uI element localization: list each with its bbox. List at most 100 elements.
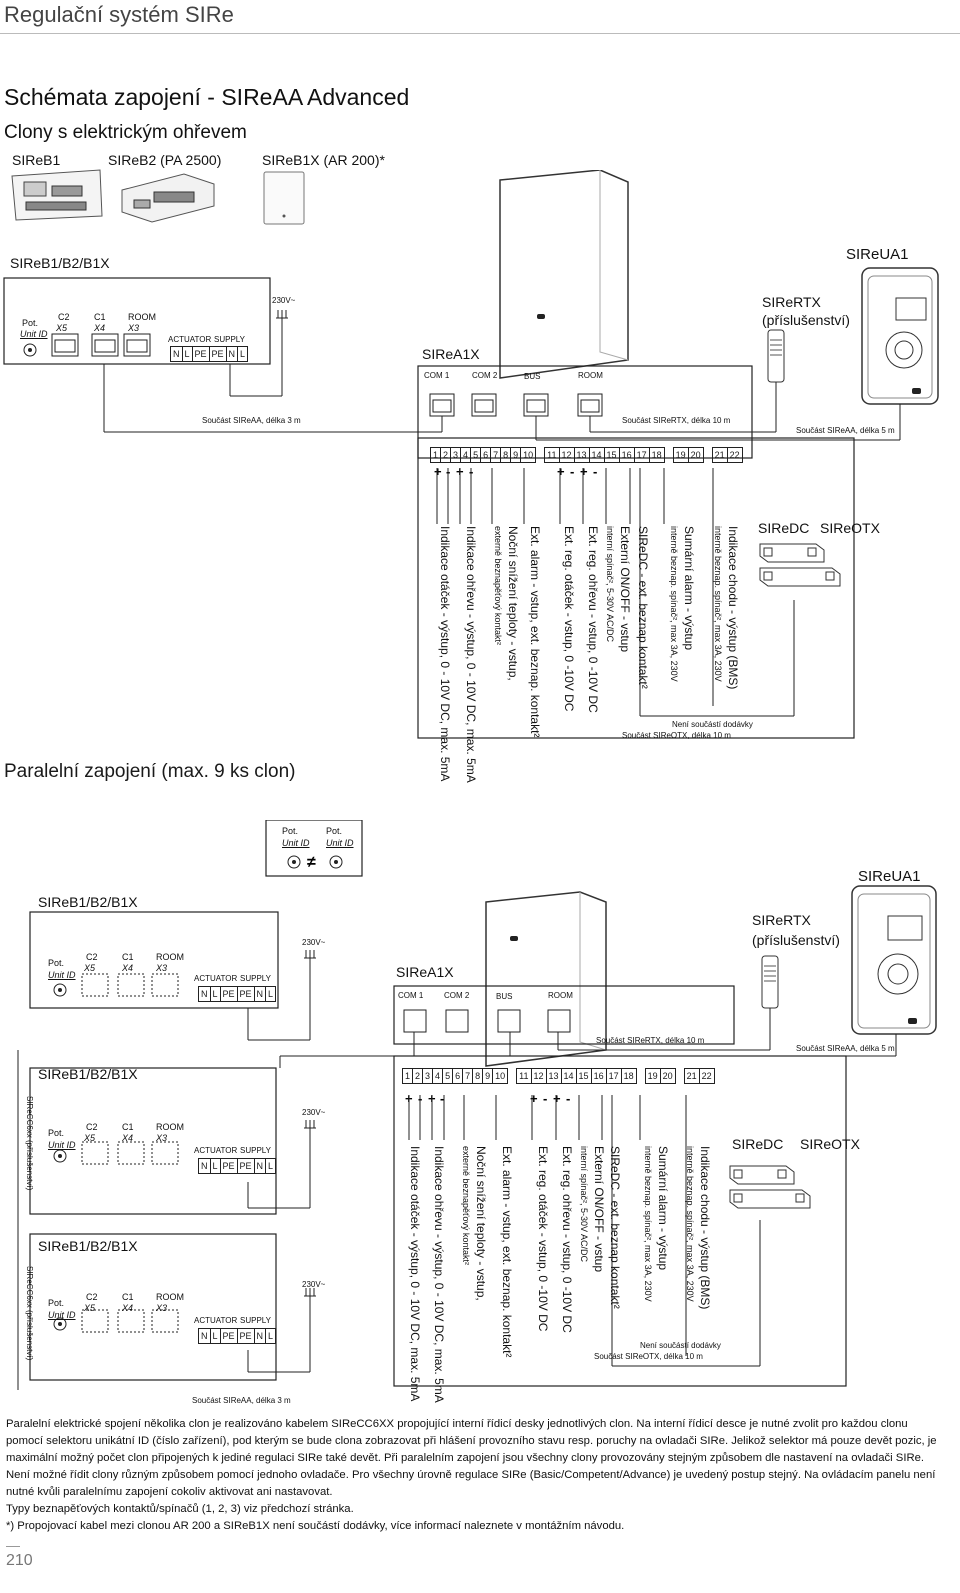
terminal-number: 4 bbox=[433, 1069, 444, 1083]
com2-label-1: COM 2 bbox=[472, 371, 498, 380]
pot-label-top-2: Pot. bbox=[326, 826, 343, 836]
rtx-device bbox=[767, 329, 785, 383]
function-label: Indikace ohřevu - výstup, 0 - 10V DC, ma… bbox=[464, 526, 478, 783]
x5-label-4: X5 bbox=[84, 1303, 96, 1313]
dc-contact-illustration-2 bbox=[729, 1165, 811, 1209]
terminal-number: 3 bbox=[423, 1069, 434, 1083]
unit-id-label-top-2: Unit ID bbox=[326, 838, 354, 848]
terminal-number: 19 bbox=[674, 448, 689, 462]
x5-label-2: X5 bbox=[84, 963, 96, 973]
bus-label-2: BUS bbox=[496, 992, 513, 1001]
pot-label-2: Pot. bbox=[48, 958, 65, 968]
footer-text: Paralelní elektrické spojení několika cl… bbox=[6, 1416, 946, 1535]
board-b1-illustration bbox=[11, 169, 103, 221]
function-label: Indikace chodu - výstup (BMS)interně bez… bbox=[684, 1146, 712, 1309]
function-main-text: Indikace ohřevu - výstup, 0 - 10V DC, ma… bbox=[464, 526, 478, 783]
terminal-frame bbox=[417, 437, 855, 739]
function-main-text: SIReDC - ext. beznap kontakt² bbox=[608, 1146, 622, 1309]
terminal-number: 3 bbox=[451, 448, 462, 462]
cable-aa3-label-1: Součást SIReAA, délka 3 m bbox=[202, 416, 301, 425]
ua1-label-2: SIReUA1 bbox=[858, 868, 921, 885]
cc6-label-1: SIReCC6xx (příslušenství) bbox=[25, 1096, 34, 1191]
dc-contact-illustration bbox=[759, 543, 841, 587]
actuator-label-3: ACTUATOR bbox=[194, 1146, 238, 1155]
x4-label-1: X4 bbox=[94, 323, 106, 333]
a1x-frame bbox=[417, 365, 753, 459]
terminal-number: 1 bbox=[403, 1069, 414, 1083]
a1x-device bbox=[499, 170, 629, 379]
footer-paragraph-3: *) Propojovací kabel mezi clonou AR 200 … bbox=[6, 1520, 625, 1532]
dc-label-2: SIReDC bbox=[732, 1136, 784, 1152]
function-main-text: Ext. alarm - vstup, ext. beznap. kontakt… bbox=[500, 1146, 514, 1358]
terminal-number: 20 bbox=[690, 450, 701, 460]
dc-label-1: SIReDC bbox=[758, 520, 810, 536]
terminal-number: 22 bbox=[701, 1071, 712, 1081]
rtx-note-1: (příslušenství) bbox=[762, 312, 850, 328]
terminal-number: 8 bbox=[473, 1069, 484, 1083]
terminal-number: 14 bbox=[562, 1069, 577, 1083]
function-label: Indikace otáček - výstup, 0 - 10V DC, ma… bbox=[438, 526, 452, 781]
terminal-number: 21 bbox=[713, 448, 728, 462]
header-rule bbox=[0, 33, 960, 34]
terminal-number: 14 bbox=[590, 448, 605, 462]
terminal-number: 16 bbox=[620, 448, 635, 462]
bus-label-1: BUS bbox=[524, 372, 541, 381]
room-port-label-1: ROOM bbox=[578, 371, 603, 380]
unit-id-label-2: Unit ID bbox=[48, 970, 76, 980]
function-main-text: Ext. reg. otáček - vstup, 0 -10V DC bbox=[562, 526, 576, 712]
c2-label-2: C2 bbox=[86, 952, 98, 962]
c2-label-4: C2 bbox=[86, 1292, 98, 1302]
cable-otx-label-2: Součást SIReOTX, délka 10 m bbox=[594, 1352, 703, 1361]
terminal-number: 15 bbox=[605, 448, 620, 462]
terminal-number: 22 bbox=[729, 450, 740, 460]
pot-label-1: Pot. bbox=[22, 318, 39, 328]
function-main-text: Indikace chodu - výstup (BMS) bbox=[726, 526, 740, 690]
v230-label-1: 230V~ bbox=[272, 296, 296, 305]
terminal-number: 19 bbox=[646, 1069, 661, 1083]
terminal-number: 12 bbox=[532, 1069, 547, 1083]
footer-paragraph-1: Paralelní elektrické spojení několika cl… bbox=[6, 1418, 937, 1498]
wiring-diagram-2: ≠ bbox=[17, 820, 937, 1390]
supply-label-2: SUPPLY bbox=[240, 974, 271, 983]
room-label-3: ROOM bbox=[156, 1122, 184, 1132]
product-label-b2: SIReB2 (PA 2500) bbox=[108, 152, 222, 168]
terminal-number: 5 bbox=[443, 1069, 454, 1083]
function-label: Indikace chodu - výstup (BMS)interně bez… bbox=[712, 526, 740, 689]
terminal-number: 20 bbox=[662, 1071, 673, 1081]
x3-label-2: X3 bbox=[156, 963, 168, 973]
svg-text:+: + bbox=[580, 464, 588, 479]
unit-id-label-top: Unit ID bbox=[282, 838, 310, 848]
pot-label-top: Pot. bbox=[282, 826, 299, 836]
function-main-text: SIReDC - ext. beznap kontakt² bbox=[636, 526, 650, 689]
terminal-number: 2 bbox=[441, 448, 452, 462]
function-label: Ext. reg. ohřevu - vstup, 0 -10V DC bbox=[586, 526, 600, 713]
terminal-number: 16 bbox=[592, 1069, 607, 1083]
c2-label-3: C2 bbox=[86, 1122, 98, 1132]
room-label-1: ROOM bbox=[128, 312, 156, 322]
svg-text:+: + bbox=[434, 464, 442, 479]
x4-label-2: X4 bbox=[122, 963, 134, 973]
terminal-number: 4 bbox=[461, 448, 472, 462]
function-main-text: Ext. reg. ohřevu - vstup, 0 -10V DC bbox=[586, 526, 600, 713]
rtx-label-1: SIReRTX bbox=[762, 294, 821, 310]
function-main-text: Sumární alarm - výstup bbox=[656, 1146, 670, 1271]
function-label: Ext. reg. otáček - vstup, 0 -10V DC bbox=[536, 1146, 550, 1331]
c1-label-2: C1 bbox=[122, 952, 134, 962]
x4-label-4: X4 bbox=[122, 1303, 134, 1313]
b-group-label-1: SIReB1/B2/B1X bbox=[10, 255, 110, 271]
c1-label-4: C1 bbox=[122, 1292, 134, 1302]
a1x-device-2 bbox=[485, 891, 607, 1067]
actuator-label-2: ACTUATOR bbox=[194, 974, 238, 983]
page-number-rule bbox=[6, 1546, 20, 1547]
function-label: Ext. reg. ohřevu - vstup, 0 -10V DC bbox=[560, 1146, 574, 1333]
terminal-number: 9 bbox=[483, 1069, 494, 1083]
x3-label-1: X3 bbox=[128, 323, 140, 333]
otx-label-1: SIReOTX bbox=[820, 520, 880, 536]
room-label-2: ROOM bbox=[156, 952, 184, 962]
